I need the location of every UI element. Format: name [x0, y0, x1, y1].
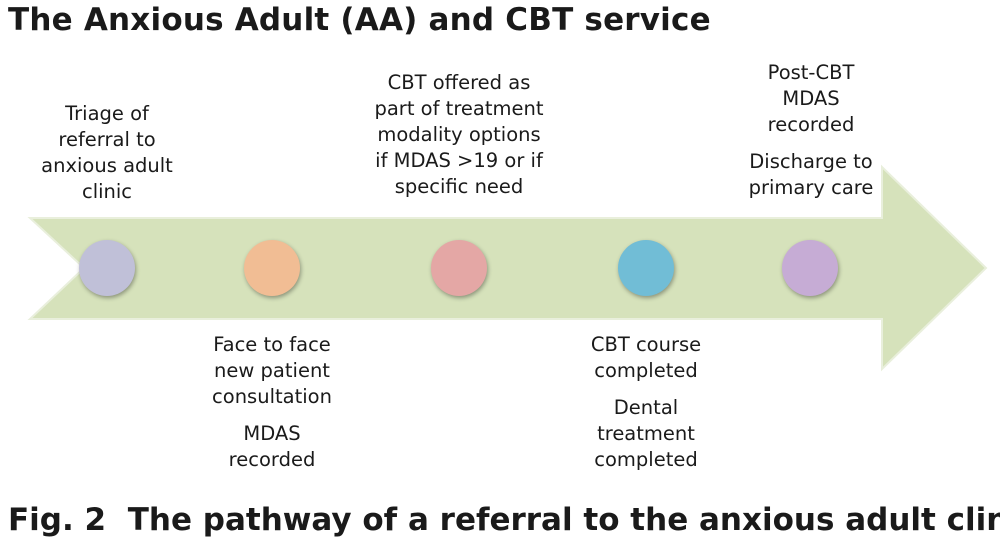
figure-number: Fig. 2 — [8, 502, 107, 538]
step-5-text: Post-CBT MDAS recorded — [767, 61, 855, 136]
step-4-subtext: Dental treatment completed — [594, 396, 698, 471]
step-2-subtext: MDAS recorded — [228, 422, 316, 471]
step-4-marker — [618, 240, 674, 296]
figure-caption-text: The pathway of a referral to the anxious… — [127, 502, 1000, 538]
page-title: The Anxious Adult (AA) and CBT service — [8, 2, 711, 38]
step-3-label: CBT offered as part of treatment modalit… — [352, 70, 566, 200]
step-1-marker — [79, 240, 135, 296]
step-4-label: CBT course completed Dental treatment co… — [560, 332, 732, 473]
step-4-text: CBT course completed — [590, 333, 702, 382]
step-2-marker — [244, 240, 300, 296]
figure-caption: Fig. 2 The pathway of a referral to the … — [8, 502, 1000, 538]
step-5-marker — [782, 240, 838, 296]
step-5-subtext: Discharge to primary care — [748, 150, 874, 199]
step-2-text: Face to face new patient consultation — [212, 333, 332, 408]
step-5-label: Post-CBT MDAS recorded Discharge to prim… — [726, 60, 896, 201]
step-3-marker — [431, 240, 487, 296]
step-3-text: CBT offered as part of treatment modalit… — [374, 71, 544, 198]
step-1-text: Triage of referral to anxious adult clin… — [41, 102, 173, 203]
step-2-label: Face to face new patient consultation MD… — [182, 332, 362, 473]
step-1-label: Triage of referral to anxious adult clin… — [27, 101, 187, 205]
